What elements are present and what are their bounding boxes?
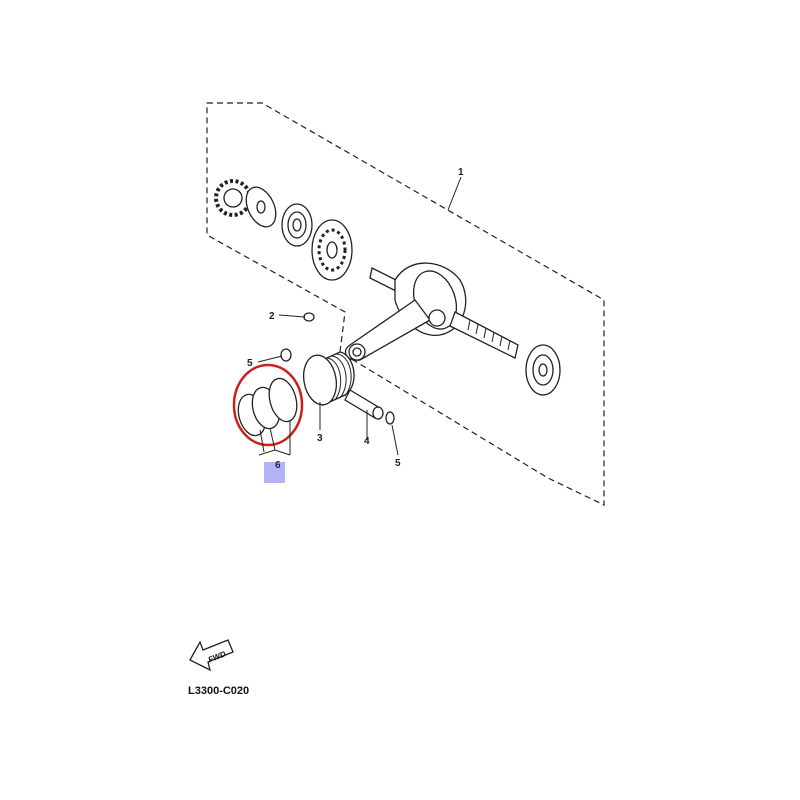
callout-5-right[interactable]: 5 — [395, 458, 401, 469]
callout-1[interactable]: 1 — [458, 167, 464, 178]
circlip-left — [280, 348, 292, 362]
highlight-circle — [232, 363, 304, 447]
crankshaft — [344, 262, 519, 361]
washer — [245, 186, 277, 228]
piston — [303, 351, 355, 406]
callout-4[interactable]: 4 — [364, 436, 370, 447]
bearing-right — [525, 344, 561, 396]
dowel-pin — [303, 312, 315, 322]
piston-ring-set — [237, 377, 298, 437]
callout-5-left[interactable]: 5 — [247, 358, 253, 369]
callout-3[interactable]: 3 — [317, 433, 323, 444]
circlip-right — [385, 411, 395, 425]
forward-arrow-icon: FWD — [189, 639, 234, 672]
callout-2[interactable]: 2 — [269, 311, 275, 322]
crankshaft-assembly-boundary — [206, 102, 605, 506]
callout-6[interactable]: 6 — [275, 460, 281, 471]
bearing-left — [281, 203, 313, 247]
piston-pin — [344, 389, 384, 420]
sprocket-gear — [214, 179, 252, 217]
selection-highlight[interactable] — [264, 462, 285, 483]
flywheel-seal — [311, 219, 353, 281]
figure-code: L3300-C020 — [188, 685, 249, 697]
